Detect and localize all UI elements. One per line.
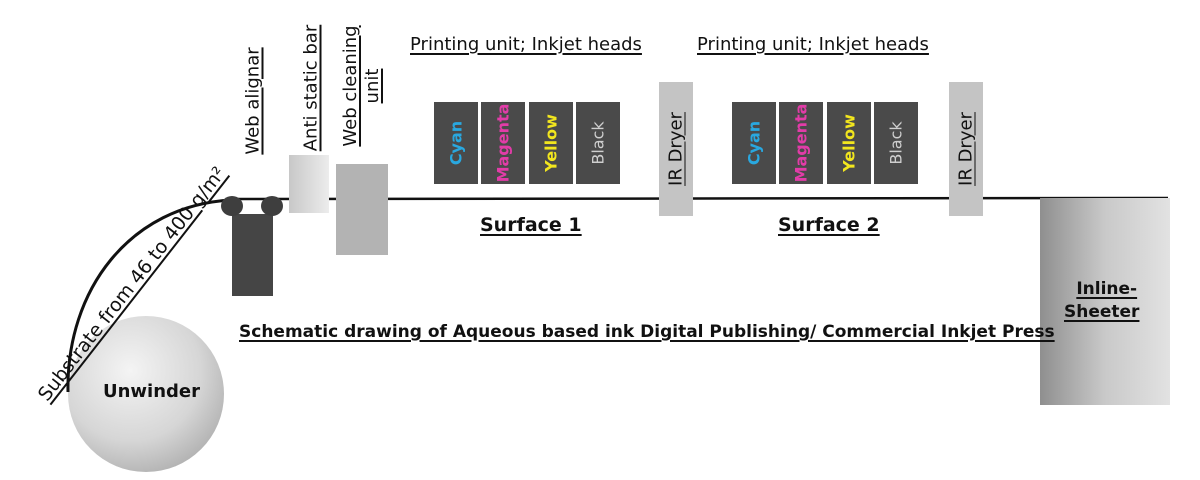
substrate-curve — [66, 198, 233, 393]
head-yellow-2: Yellow — [827, 102, 871, 184]
head-magenta-1: Magenta — [481, 102, 525, 184]
head-magenta-2: Magenta — [779, 102, 823, 184]
head-label: Black — [588, 121, 608, 165]
ir-dryer-2-label: IR Dryer — [955, 112, 977, 186]
web-cleaning-label-line1: Web cleaning — [340, 25, 361, 147]
head-label: Black — [886, 121, 906, 165]
head-black-1: Black — [576, 102, 620, 184]
head-label: Magenta — [493, 103, 513, 183]
diagram-caption: Schematic drawing of Aqueous based ink D… — [239, 322, 1055, 342]
head-yellow-1: Yellow — [529, 102, 573, 184]
head-black-2: Black — [874, 102, 918, 184]
web-cleaning-label: Web cleaning unit — [340, 25, 384, 146]
web-aligner-block — [232, 214, 273, 296]
ir-dryer-2: IR Dryer — [949, 82, 983, 216]
head-cyan-1: Cyan — [434, 102, 478, 184]
head-label: Cyan — [744, 120, 764, 166]
inline-sheeter-label-line1: Inline- — [1076, 279, 1138, 299]
head-cyan-2: Cyan — [732, 102, 776, 184]
web-aligner-label: Web alignar — [242, 47, 264, 155]
head-label: Yellow — [839, 114, 859, 172]
web-cleaning-label-line2: unit — [362, 68, 383, 104]
anti-static-label: Anti static bar — [300, 24, 322, 152]
inline-sheeter-label-line2: Sheeter — [1064, 302, 1140, 322]
head-label: Magenta — [791, 103, 811, 183]
ir-dryer-1: IR Dryer — [659, 82, 693, 216]
web-cleaning-block — [336, 164, 388, 255]
surface-2-label: Surface 2 — [778, 214, 880, 236]
unwinder-label: Unwinder — [103, 381, 201, 402]
printing-unit-2-label: Printing unit; Inkjet heads — [697, 34, 929, 55]
web-aligner-roller-right — [261, 196, 283, 216]
inline-sheeter-label: Inline- Sheeter — [1064, 278, 1139, 324]
printing-unit-1-label: Printing unit; Inkjet heads — [410, 34, 642, 55]
anti-static-bar-block — [289, 155, 329, 213]
ir-dryer-1-label: IR Dryer — [665, 112, 687, 186]
head-label: Cyan — [446, 120, 466, 166]
head-label: Yellow — [541, 114, 561, 172]
inline-sheeter-block — [1040, 198, 1170, 405]
web-aligner-roller-left — [221, 196, 243, 216]
surface-1-label: Surface 1 — [480, 214, 582, 236]
unwinder-roll — [68, 316, 224, 472]
